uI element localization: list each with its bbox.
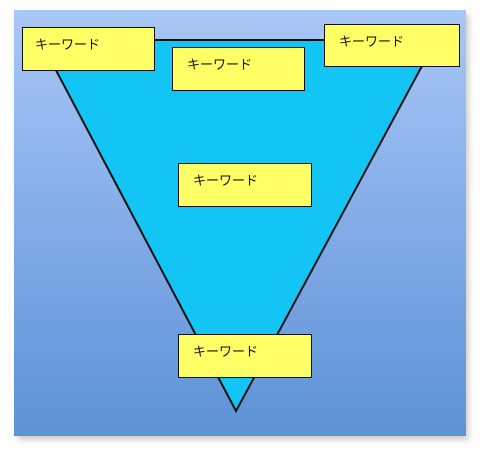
keyword-box-bottom: キーワード [178, 334, 312, 378]
keyword-label: キーワード [35, 38, 101, 53]
keyword-label: キーワード [187, 58, 253, 73]
keyword-box-top-center: キーワード [172, 47, 305, 91]
keyword-label: キーワード [193, 174, 259, 189]
keyword-box-top-left: キーワード [22, 27, 155, 71]
keyword-box-middle: キーワード [178, 163, 312, 207]
keyword-box-top-right: キーワード [324, 24, 460, 67]
inverted-triangle [38, 39, 438, 414]
keyword-label: キーワード [193, 345, 259, 360]
keyword-label: キーワード [339, 35, 405, 50]
